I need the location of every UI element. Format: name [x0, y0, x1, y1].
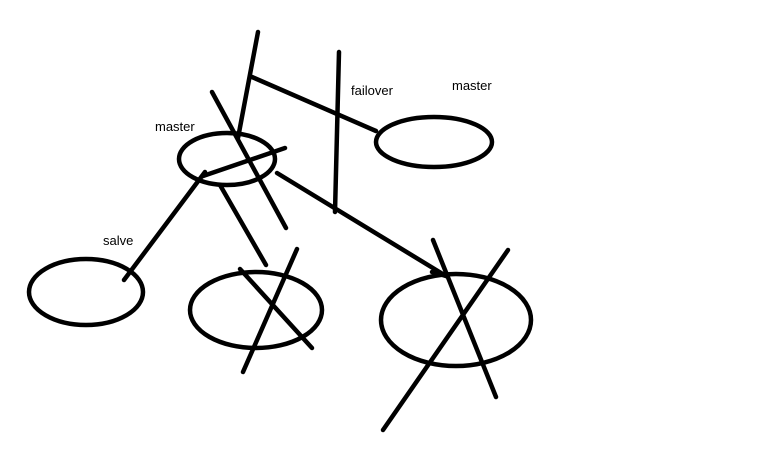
edge-master-to-right-node	[274, 170, 449, 279]
crossed-node-right-strike-2	[380, 247, 511, 433]
label-slave: salve	[103, 233, 134, 248]
crossed-node-middle-strike-1	[237, 266, 315, 351]
crossed-node-right-strike-1	[430, 237, 499, 400]
crossed-node-middle-strike-2	[240, 246, 300, 375]
edge-master-to-slave	[121, 169, 208, 283]
connector-to-new-master	[249, 74, 379, 134]
crossed-node-right	[378, 271, 534, 369]
label-failover: failover	[351, 83, 393, 98]
label-master-right: master	[452, 78, 492, 93]
master-node	[176, 130, 278, 188]
failover-line	[332, 49, 342, 215]
edge-master-to-middle-node	[217, 182, 269, 268]
slave-node	[26, 256, 146, 328]
top-vertical-line	[235, 29, 261, 141]
new-master-node	[373, 114, 495, 170]
crossed-node-middle	[187, 269, 325, 351]
master-node-strike-2	[200, 145, 288, 179]
label-master-left: master	[155, 119, 195, 134]
